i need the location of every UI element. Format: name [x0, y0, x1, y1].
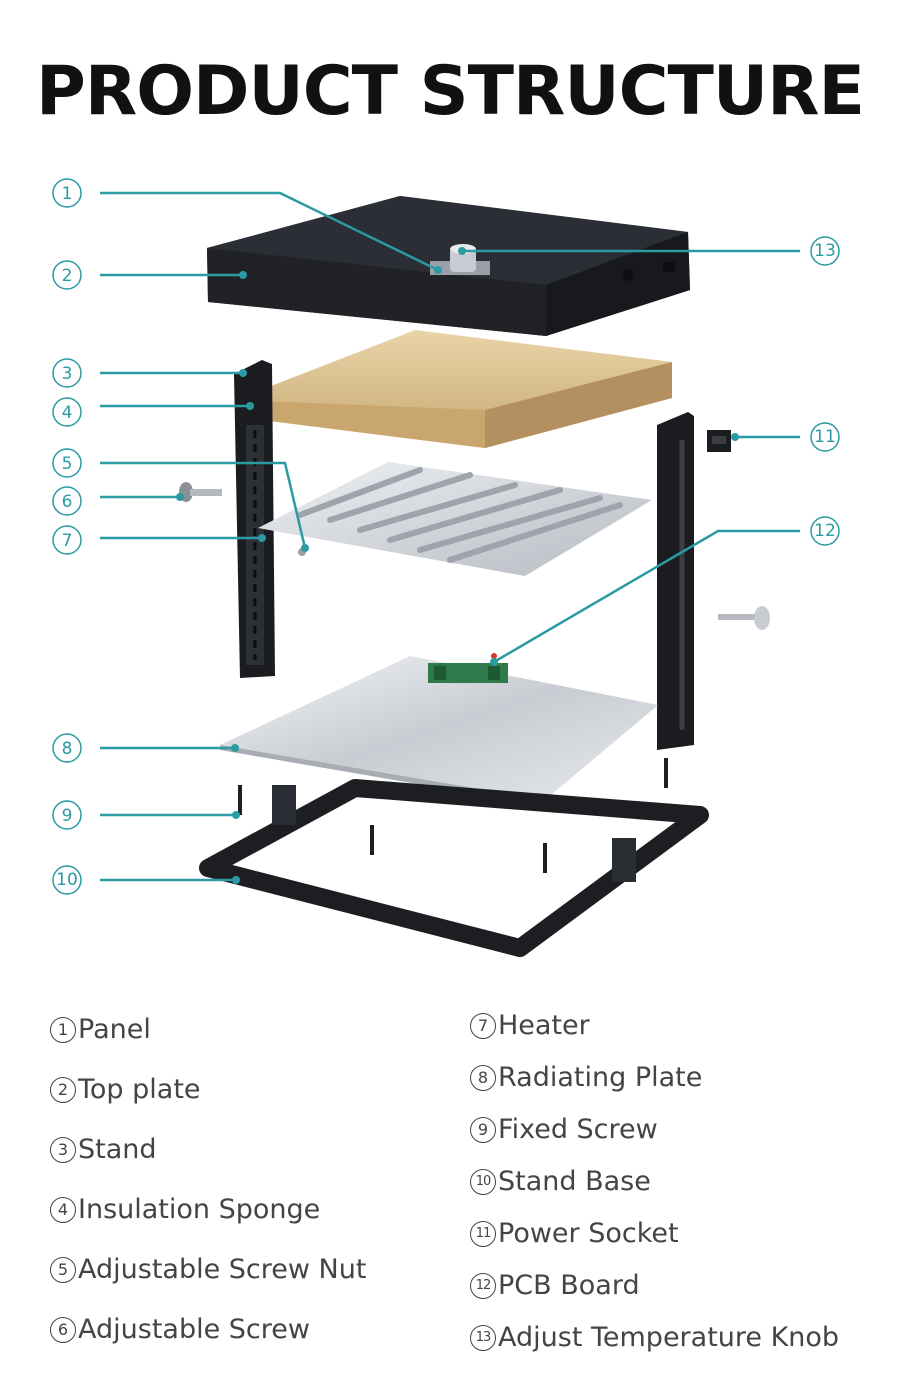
- legend-label: Power Socket: [498, 1218, 679, 1249]
- leader-lines: [100, 191, 800, 882]
- legend-label: Top plate: [78, 1074, 201, 1105]
- callout-12: 12: [810, 516, 840, 546]
- legend-number: 1: [50, 1017, 76, 1043]
- callout-number: 4: [62, 403, 73, 423]
- callout-9: 9: [52, 800, 82, 830]
- heater: [258, 462, 652, 576]
- callout-7: 7: [52, 525, 82, 555]
- callout-number: 9: [62, 806, 73, 826]
- callout-2: 2: [52, 260, 82, 290]
- legend-number: 12: [470, 1273, 496, 1299]
- callout-13: 13: [810, 236, 840, 266]
- callout-number: 3: [62, 364, 73, 384]
- callout-3: 3: [52, 358, 82, 388]
- legend-label: Insulation Sponge: [78, 1194, 321, 1225]
- legend-label: Stand: [78, 1134, 157, 1165]
- legend-label: Adjustable Screw: [78, 1314, 310, 1345]
- insulation-sponge: [235, 330, 672, 448]
- callout-8: 8: [52, 733, 82, 763]
- callout-number: 1: [62, 184, 73, 204]
- callout-5: 5: [52, 448, 82, 478]
- legend-number: 10: [470, 1169, 496, 1195]
- adjustable-screw-right: [718, 606, 770, 630]
- page-title: PRODUCT STRUCTURE: [36, 52, 865, 131]
- callout-6: 6: [52, 486, 82, 516]
- legend-number: 7: [470, 1013, 496, 1039]
- callout-10: 10: [52, 865, 82, 895]
- legend-number: 4: [50, 1197, 76, 1223]
- callout-1: 1: [52, 178, 82, 208]
- callout-number: 5: [62, 454, 73, 474]
- port-hole: [622, 269, 634, 281]
- base-bracket-left: [272, 785, 296, 825]
- base-bracket-right: [612, 838, 636, 882]
- fixed-screws: [238, 758, 668, 873]
- legend-number: 11: [470, 1221, 496, 1247]
- callout-number: 10: [56, 870, 78, 890]
- legend-number: 9: [470, 1117, 496, 1143]
- leader-dots: [176, 247, 739, 884]
- legend-label: Adjust Temperature Knob: [498, 1322, 840, 1353]
- callout-11: 11: [810, 422, 840, 452]
- legend-number: 6: [50, 1317, 76, 1343]
- legend-label: PCB Board: [498, 1270, 640, 1301]
- exploded-product-diagram: 1 2 3 4 5 6 7 8 9 10 11 12 13: [52, 178, 840, 957]
- legend-label: Panel: [78, 1014, 151, 1045]
- callout-number: 7: [62, 531, 73, 551]
- callout-number: 12: [814, 521, 836, 541]
- callout-number: 11: [814, 427, 836, 447]
- legend-label: Radiating Plate: [498, 1062, 703, 1093]
- legend-number: 2: [50, 1077, 76, 1103]
- left-stand: [234, 360, 275, 678]
- stand-base: [199, 779, 709, 957]
- legend-label: Stand Base: [498, 1166, 651, 1197]
- pcb-board: [428, 653, 508, 683]
- port-slot: [663, 262, 675, 272]
- legend-number: 3: [50, 1137, 76, 1163]
- adjustable-screw-left: [179, 482, 222, 502]
- callout-number: 6: [62, 492, 73, 512]
- callout-number: 8: [62, 739, 73, 759]
- legend-number: 8: [470, 1065, 496, 1091]
- callout-number: 2: [62, 266, 73, 286]
- legend-number: 5: [50, 1257, 76, 1283]
- callout-number: 13: [814, 241, 836, 261]
- right-stand: [657, 412, 694, 750]
- legend-label: Fixed Screw: [498, 1114, 658, 1145]
- callout-4: 4: [52, 397, 82, 427]
- legend-label: Heater: [498, 1010, 590, 1041]
- legend-label: Adjustable Screw Nut: [78, 1254, 367, 1285]
- legend-number: 13: [470, 1325, 496, 1351]
- power-socket: [707, 430, 731, 452]
